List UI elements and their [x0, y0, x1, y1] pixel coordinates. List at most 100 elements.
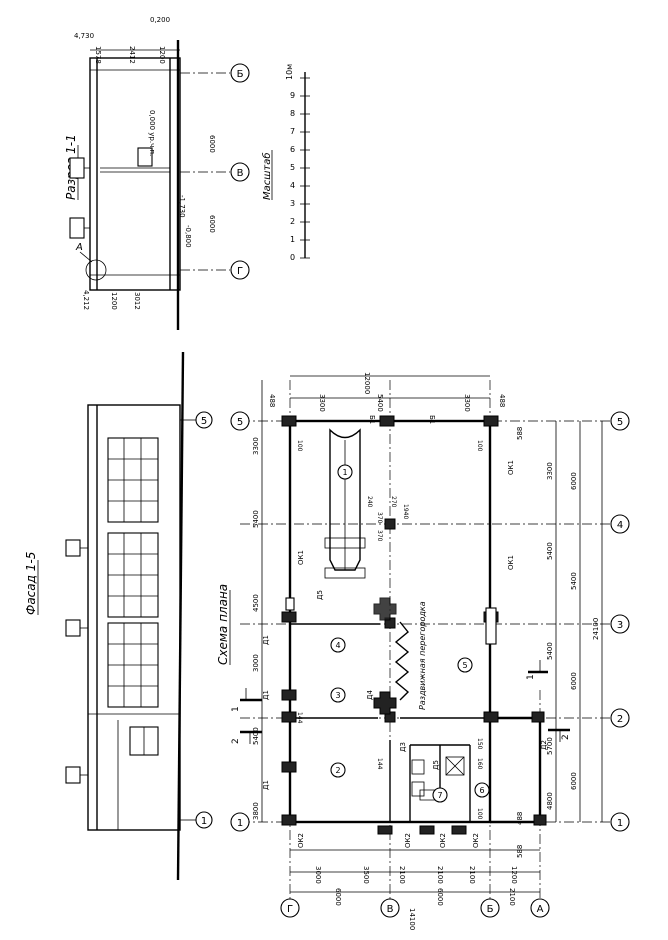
- svg-text:6000: 6000: [570, 672, 578, 690]
- svg-text:488: 488: [516, 812, 524, 825]
- svg-text:370: 370: [376, 512, 383, 524]
- svg-text:14100: 14100: [408, 908, 416, 930]
- svg-text:100: 100: [476, 440, 483, 452]
- svg-text:2412: 2412: [128, 46, 136, 64]
- svg-text:2100: 2100: [398, 866, 406, 884]
- svg-text:Б1: Б1: [428, 415, 436, 424]
- svg-text:1: 1: [231, 706, 241, 712]
- svg-text:5: 5: [237, 417, 243, 428]
- svg-text:5400: 5400: [570, 572, 578, 590]
- svg-text:1200: 1200: [158, 46, 166, 64]
- svg-text:6000: 6000: [208, 215, 216, 233]
- svg-text:6000: 6000: [334, 888, 342, 906]
- svg-text:8: 8: [290, 109, 295, 118]
- svg-text:4800: 4800: [546, 792, 554, 810]
- svg-text:Д1: Д1: [262, 635, 270, 645]
- section-axis-G: Г: [180, 260, 250, 280]
- svg-text:0: 0: [290, 253, 295, 262]
- plan-right-dims: 3300 5400 5400 5700 4800 6000 5400 6000 …: [516, 421, 603, 858]
- section-cut-marks: 1 1 2 2: [231, 660, 571, 744]
- section-1-1: Разрез 1-1 А 4,730 0,200 1578 2412 1200 …: [64, 16, 250, 330]
- plan-bottom-dims: 3000 3500 2100 2100 2100 1200 6000 6000 …: [290, 849, 540, 930]
- section-axis-B: Б: [180, 63, 250, 83]
- svg-text:4: 4: [335, 641, 340, 650]
- svg-text:А: А: [537, 904, 544, 915]
- svg-text:588: 588: [516, 845, 524, 858]
- svg-text:-1,730: -1,730: [178, 195, 186, 218]
- svg-text:588: 588: [516, 427, 524, 440]
- svg-text:3300: 3300: [463, 394, 471, 412]
- svg-text:7: 7: [290, 127, 295, 136]
- svg-text:6: 6: [290, 145, 295, 154]
- svg-text:Д4: Д4: [366, 690, 374, 700]
- svg-text:2: 2: [231, 738, 241, 744]
- svg-text:1: 1: [526, 674, 536, 680]
- svg-text:5400: 5400: [376, 394, 384, 412]
- svg-text:370: 370: [376, 530, 383, 542]
- svg-text:1940: 1940: [402, 504, 409, 519]
- svg-text:Д5: Д5: [316, 590, 324, 600]
- svg-text:1: 1: [201, 816, 207, 827]
- svg-text:270: 270: [390, 496, 397, 508]
- plan-left-dims: 5400 3000 4500 5400 3300 3800: [252, 437, 260, 820]
- svg-text:100: 100: [296, 440, 303, 452]
- facade-windows: [107, 437, 159, 756]
- svg-text:6: 6: [479, 786, 484, 795]
- svg-text:24100: 24100: [592, 618, 600, 640]
- plan-title: Схема плана: [216, 584, 230, 665]
- svg-text:5: 5: [617, 417, 623, 428]
- svg-text:5400: 5400: [546, 642, 554, 660]
- svg-text:Д3: Д3: [399, 742, 407, 752]
- scale-bar: Масштаб 0 1 2 3 4 5 6 7 8 9 10м: [261, 64, 310, 262]
- svg-text:144: 144: [296, 712, 303, 724]
- sliding-partition: [394, 621, 410, 701]
- svg-text:6000: 6000: [570, 772, 578, 790]
- svg-text:5: 5: [462, 661, 467, 670]
- svg-text:9: 9: [290, 91, 295, 100]
- node-A-circle: [85, 259, 107, 281]
- svg-text:ОК2: ОК2: [439, 833, 447, 848]
- svg-text:Б: Б: [487, 904, 494, 915]
- svg-text:100: 100: [476, 808, 483, 820]
- node-A-label: А: [75, 242, 83, 253]
- svg-text:ОК1: ОК1: [507, 460, 515, 475]
- svg-text:ОК2: ОК2: [297, 833, 305, 848]
- facade-1-5: Фасад 1-5: [24, 351, 213, 881]
- facade-roof-vents: [65, 539, 88, 784]
- svg-text:3800: 3800: [252, 802, 260, 820]
- svg-text:1200: 1200: [110, 292, 118, 310]
- svg-text:Д1: Д1: [262, 690, 270, 700]
- svg-text:6000: 6000: [208, 135, 216, 153]
- plan-axis-bubbles-h: 5 1 5 4 3 2 1: [230, 411, 630, 832]
- svg-text:Г: Г: [287, 904, 293, 915]
- svg-text:Д1: Д1: [262, 780, 270, 790]
- facade-axis-1: 1: [180, 811, 213, 829]
- plan-columns: [281, 415, 547, 835]
- svg-text:12000: 12000: [363, 372, 371, 394]
- svg-text:5400: 5400: [252, 510, 260, 528]
- svg-text:3000: 3000: [314, 866, 322, 884]
- svg-text:0,200: 0,200: [150, 16, 170, 24]
- svg-text:2: 2: [561, 734, 571, 740]
- svg-text:5700: 5700: [546, 737, 554, 755]
- facade-title: Фасад 1-5: [24, 552, 38, 615]
- svg-text:144: 144: [376, 758, 383, 770]
- svg-text:2: 2: [290, 217, 295, 226]
- svg-text:5400: 5400: [546, 542, 554, 560]
- svg-text:160: 160: [476, 758, 483, 770]
- opening-marks: ОК1 ОК1 ОК1 ОК2 ОК2 ОК2 ОК2 Д1 Д1 Д1 Д2 …: [262, 415, 548, 848]
- svg-text:ОК1: ОК1: [507, 555, 515, 570]
- plan-axis-bubbles-v: Г В Б А: [280, 898, 550, 918]
- svg-text:Б1: Б1: [368, 415, 376, 424]
- svg-text:3012: 3012: [133, 292, 141, 310]
- svg-text:2100: 2100: [508, 888, 516, 906]
- vehicle-outline: [324, 428, 366, 579]
- section-axis-V: В: [180, 162, 250, 182]
- svg-text:2: 2: [617, 714, 623, 725]
- svg-text:Д2: Д2: [540, 740, 548, 750]
- facade-axis-5: 5: [180, 411, 213, 429]
- facade-outline: [87, 404, 181, 831]
- svg-text:1: 1: [237, 818, 243, 829]
- svg-text:3500: 3500: [362, 866, 370, 884]
